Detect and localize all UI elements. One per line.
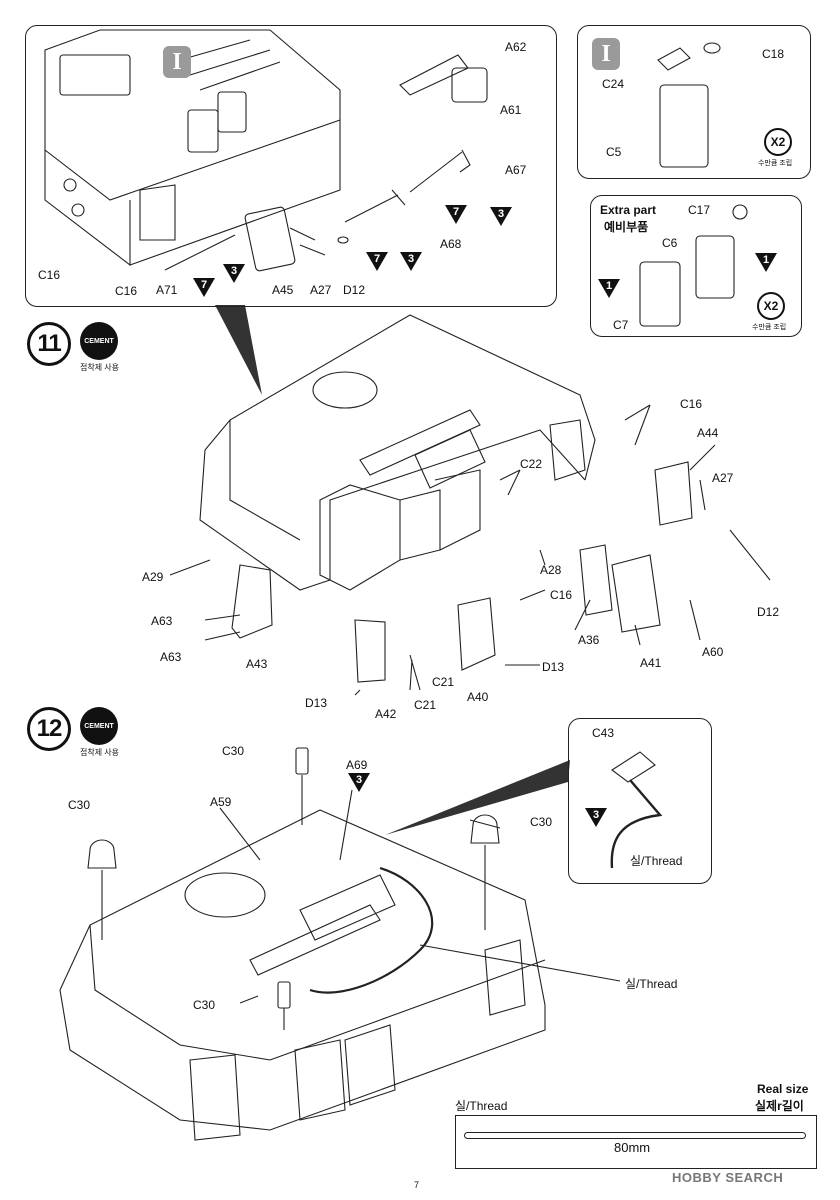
part-label-c17: C17 [688,203,711,217]
part-label-d13: D13 [542,660,565,674]
part-label-a27: A27 [712,471,734,485]
part-label-a29: A29 [142,570,164,584]
real-size-heading-ko: 실제r길이 [755,1099,804,1113]
paint-mark-7: 7 [366,252,388,271]
thread-detail-inset [568,718,712,884]
extra-part-inset [590,195,802,337]
part-label-c16: C16 [115,284,138,298]
part-label-c21: C21 [432,675,455,689]
part-label-c30: C30 [222,744,245,758]
real-size-heading: Real size [757,1082,809,1096]
part-label-a63: A63 [160,650,182,664]
thread-bar [464,1132,806,1139]
extra-part-title-ko: 예비부품 [604,220,649,234]
instruction-i-badge: I [592,38,620,70]
page-number: 7 [414,1180,420,1190]
part-label-a27: A27 [310,283,332,297]
part-label-a71: A71 [156,283,178,297]
part-label-c18: C18 [762,47,785,61]
part-label-c16: C16 [38,268,61,282]
part-label-a43: A43 [246,657,268,671]
part-label-a62: A62 [505,40,527,54]
part-label-a59: A59 [210,795,232,809]
part-label-a41: A41 [640,656,662,670]
thread-label: 실/Thread [625,977,678,991]
part-label-d13: D13 [305,696,328,710]
thread-ruler: 80mm [455,1115,817,1169]
paint-mark-3: 3 [400,252,422,271]
cement-note: 접착제 사용 [80,748,120,757]
watermark: HOBBY SEARCH [672,1170,784,1185]
step-number-11: 11 [27,322,71,366]
step-number-12: 12 [27,707,71,751]
quantity-note: 수만큼 조립 [752,324,787,331]
part-label-c16: C16 [550,588,573,602]
part-label-c7: C7 [613,318,629,332]
part-label-a69: A69 [346,758,368,772]
part-label-a61: A61 [500,103,522,117]
part-label-a42: A42 [375,707,397,721]
part-label-a63: A63 [151,614,173,628]
part-label-c16: C16 [680,397,703,411]
part-label-c30: C30 [530,815,553,829]
part-label-a60: A60 [702,645,724,659]
part-label-a45: A45 [272,283,294,297]
part-label-d12: D12 [757,605,780,619]
extra-part-title: Extra part [600,203,657,217]
step11-detail-inset: I [25,25,557,307]
part-label-c21: C21 [414,698,437,712]
paint-mark-7: 7 [445,205,467,224]
part-label-a44: A44 [697,426,719,440]
paint-mark-7: 7 [193,278,215,297]
cement-icon: CEMENT [80,707,118,745]
quantity-note: 수만큼 조립 [758,160,793,167]
part-label-c43: C43 [592,726,615,740]
paint-mark-3: 3 [223,264,245,283]
part-label-c24: C24 [602,77,625,91]
part-label-c22: C22 [520,457,543,471]
part-label-d12: D12 [343,283,366,297]
part-label-a28: A28 [540,563,562,577]
instruction-i-badge: I [163,46,191,78]
paint-mark-3: 3 [585,808,607,827]
paint-mark-3: 3 [348,773,370,792]
cement-note: 접착제 사용 [80,363,120,372]
part-label-c30: C30 [68,798,91,812]
cement-icon: CEMENT [80,322,118,360]
thread-label: 실/Thread [630,854,683,868]
part-label-c30: C30 [193,998,216,1012]
part-label-c6: C6 [662,236,678,250]
quantity-x2-badge: X2 [757,292,785,320]
c5-detail-inset: I [577,25,811,179]
part-label-a40: A40 [467,690,489,704]
part-label-c5: C5 [606,145,622,159]
paint-mark-1: 1 [755,253,777,272]
paint-mark-3: 3 [490,207,512,226]
part-label-a68: A68 [440,237,462,251]
part-label-a36: A36 [578,633,600,647]
paint-mark-1: 1 [598,279,620,298]
part-label-a67: A67 [505,163,527,177]
quantity-x2-badge: X2 [764,128,792,156]
ruler-thread-label: 실/Thread [455,1099,508,1113]
ruler-length: 80mm [614,1140,651,1155]
